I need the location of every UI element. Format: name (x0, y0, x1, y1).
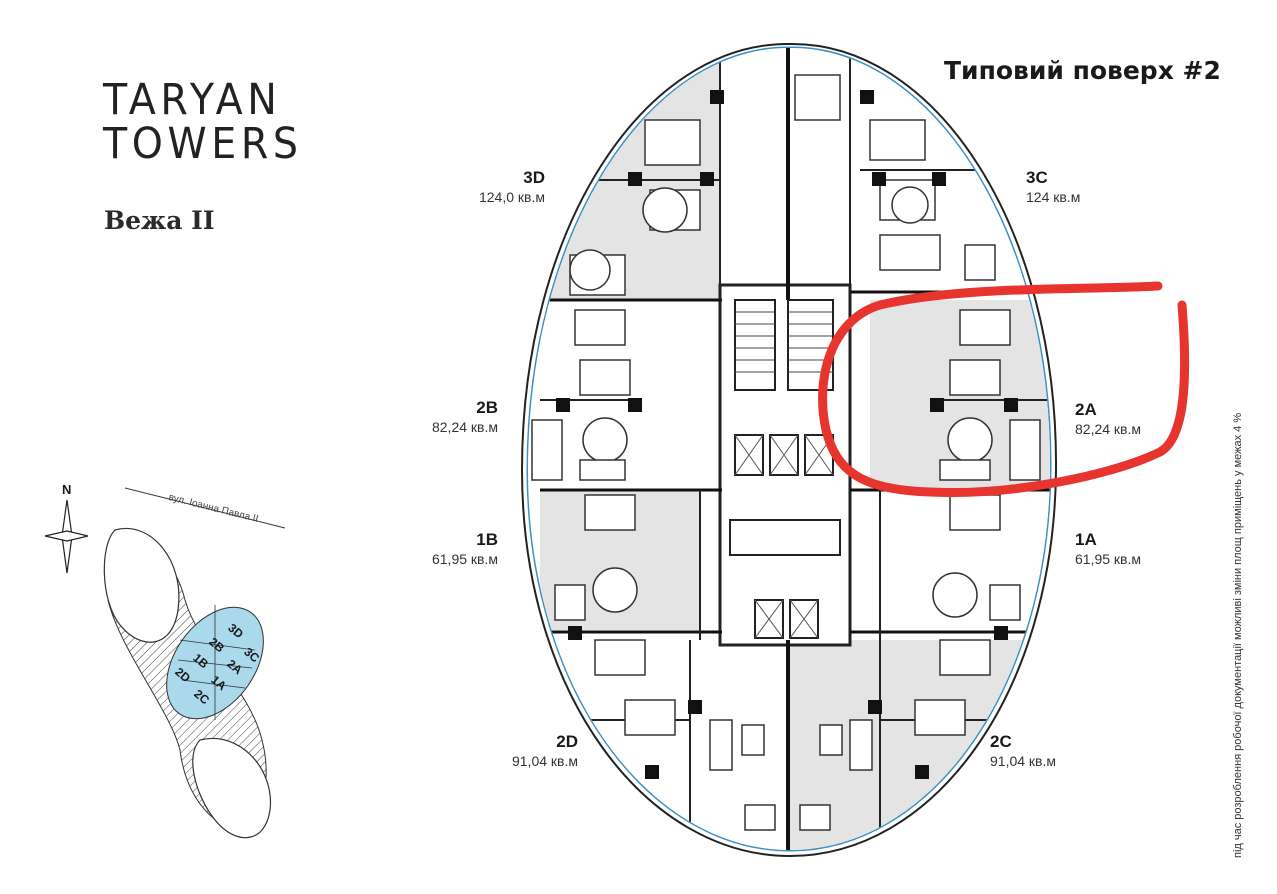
unit-area: 82,24 кв.м (431, 419, 498, 435)
bed (594, 639, 646, 676)
bed (939, 639, 991, 676)
unit-code: 1B (476, 530, 498, 549)
unit-label-2d: 2D 91,04 кв.м (470, 732, 578, 770)
unit-code: 2B (476, 398, 498, 417)
bed (869, 119, 926, 161)
table (554, 584, 586, 621)
elevator (789, 599, 819, 639)
highlight-outline (818, 281, 1190, 497)
unit-area: 61,95 кв.м (1075, 551, 1142, 567)
unit-code: 1A (1075, 530, 1097, 549)
unit-label-2a: 2A 82,24 кв.м (1075, 400, 1185, 438)
table (932, 572, 978, 618)
bed (949, 359, 1001, 396)
unit-code: 2C (990, 732, 1012, 751)
unit-label-2c: 2C 91,04 кв.м (990, 732, 1100, 770)
brand-line1: TARYAN (103, 75, 282, 125)
elevator (754, 599, 784, 639)
table (741, 724, 765, 756)
bed (624, 699, 676, 736)
unit-code: 3C (1026, 168, 1048, 187)
north-label: N (62, 482, 72, 497)
table (642, 187, 688, 233)
unit-area: 61,95 кв.м (431, 551, 498, 567)
sofa (879, 234, 941, 271)
bed (914, 699, 966, 736)
unit-code: 2D (556, 732, 578, 751)
unit-code: 2A (1075, 400, 1097, 419)
sofa (579, 459, 626, 481)
brand-logo: TARYAN TOWERS (103, 78, 303, 166)
unit-area: 91,04 кв.м (990, 753, 1057, 769)
bed (959, 309, 1011, 346)
bed (644, 119, 701, 166)
bed (579, 359, 631, 396)
area-disclaimer-text: під час розроблення робочої документації… (1232, 412, 1244, 858)
unit-area: 124 кв.м (1026, 189, 1081, 205)
unit-code: 3D (523, 168, 545, 187)
unit-label-1a: 1A 61,95 кв.м (1075, 530, 1185, 568)
building-outline (520, 42, 1058, 858)
tower-1 (103, 527, 180, 643)
tower-label: Вежа II (104, 206, 215, 235)
table (592, 567, 638, 613)
unit-area: 91,04 кв.м (511, 753, 578, 769)
street-line (124, 487, 286, 529)
tower-3 (192, 737, 272, 839)
unit-area: 124,0 кв.м (478, 189, 545, 205)
sofa (939, 459, 991, 481)
area-disclaimer: під час розроблення робочої документації… (1228, 350, 1248, 860)
table (709, 719, 733, 771)
bed (574, 309, 626, 346)
unit-label-2b: 2B 82,24 кв.м (400, 398, 498, 436)
table (849, 719, 873, 771)
table (964, 244, 996, 281)
compass-icon (44, 499, 89, 574)
table (569, 249, 611, 291)
unit-label-3d: 3D 124,0 кв.м (430, 168, 545, 206)
bed (584, 494, 636, 531)
unit-label-1b: 1B 61,95 кв.м (400, 530, 498, 568)
elevator (734, 434, 764, 476)
brand-line2: TOWERS (103, 119, 303, 169)
bed (794, 74, 841, 121)
bed (949, 494, 1001, 531)
table (819, 724, 843, 756)
table (989, 584, 1021, 621)
table (891, 186, 929, 224)
unit-area: 82,24 кв.м (1075, 421, 1142, 437)
unit-label-3c: 3C 124 кв.м (1026, 168, 1136, 206)
elevator (769, 434, 799, 476)
floor-title: Типовий поверх #2 (944, 56, 1221, 85)
